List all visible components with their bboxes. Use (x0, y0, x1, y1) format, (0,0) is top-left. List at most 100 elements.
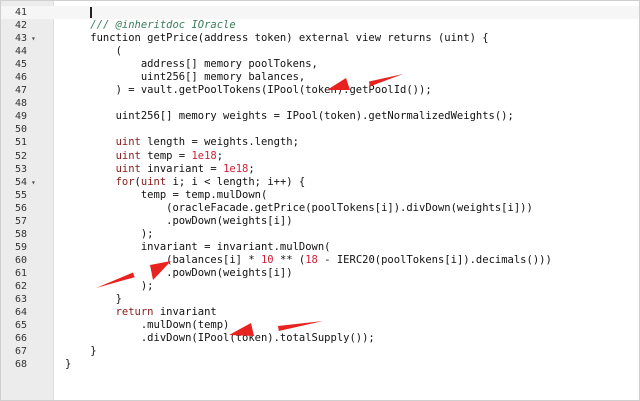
code-token: 1e18 (191, 149, 217, 162)
code-token: .divDown(IPool(token).totalSupply()); (65, 332, 375, 345)
line-number: 60 (14, 254, 27, 266)
code-token: uint (115, 162, 141, 175)
code-line[interactable]: 64 return invariant (1, 306, 639, 319)
code-text: uint256[] memory weights = IPool(token).… (65, 110, 514, 123)
code-line[interactable]: 47 ) = vault.getPoolTokens(IPool(token).… (1, 84, 639, 97)
code-text: uint length = weights.length; (65, 136, 299, 149)
line-number: 50 (14, 124, 27, 136)
code-line[interactable]: 56 (oracleFacade.getPrice(poolTokens[i])… (1, 202, 639, 215)
line-number: 59 (14, 241, 27, 253)
code-token: ) = vault.getPoolTokens(IPool(token).get… (65, 84, 432, 97)
code-token (65, 176, 116, 188)
code-token (65, 150, 116, 162)
code-text: /// @inheritdoc IOracle (65, 19, 236, 32)
code-line[interactable]: 43▾ function getPrice(address token) ext… (1, 32, 639, 45)
code-text: .powDown(weights[i]) (65, 215, 292, 228)
code-text: uint invariant = 1e18; (65, 163, 255, 176)
code-line[interactable]: 49 uint256[] memory weights = IPool(toke… (1, 110, 639, 123)
code-line[interactable]: 52 uint temp = 1e18; (1, 150, 639, 163)
line-number: 64 (14, 307, 27, 319)
code-token (65, 306, 116, 318)
code-token: } (65, 358, 72, 371)
line-number: 57 (14, 215, 27, 227)
code-token: invariant = invariant.mulDown( (65, 240, 331, 253)
code-token: uint (140, 175, 167, 188)
code-line[interactable]: 45 address[] memory poolTokens, (1, 58, 639, 71)
code-token: ; (248, 162, 255, 175)
code-token: (oracleFacade.getPrice(poolTokens[i]).di… (65, 201, 533, 214)
code-line[interactable]: 46 uint256[] memory balances, (1, 71, 639, 84)
line-number-gutter (1, 1, 54, 400)
code-line[interactable]: 53 uint invariant = 1e18; (1, 163, 639, 176)
code-line[interactable]: 65 .mulDown(temp) (1, 319, 639, 332)
code-line[interactable]: 63 } (1, 293, 639, 306)
line-number: 48 (14, 98, 27, 110)
line-number: 52 (14, 150, 27, 162)
code-token: .powDown(weights[i]) (65, 266, 293, 279)
code-line[interactable]: 60 (balances[i] * 10 ** (18 - IERC20(poo… (1, 254, 639, 267)
fold-toggle-icon[interactable]: ▾ (31, 34, 36, 44)
line-number: 62 (14, 280, 27, 292)
code-line[interactable]: 62 ); (1, 280, 639, 293)
code-token: 1e18 (223, 162, 249, 175)
code-token: invariant = (140, 162, 224, 175)
code-line[interactable]: 61 .powDown(weights[i]) (1, 267, 639, 280)
code-text: (balances[i] * 10 ** (18 - IERC20(poolTo… (65, 254, 552, 267)
code-line[interactable]: 57 .powDown(weights[i]) (1, 215, 639, 228)
code-token: temp = temp.mulDown( (65, 188, 268, 201)
code-token: return (115, 306, 154, 319)
code-line[interactable]: 42 /// @inheritdoc IOracle (1, 19, 639, 32)
code-token: address[] memory poolTokens, (65, 58, 318, 71)
code-line[interactable]: 67 } (1, 345, 639, 358)
code-line[interactable]: 55 temp = temp.mulDown( (1, 189, 639, 202)
code-line[interactable]: 58 ); (1, 228, 639, 241)
line-number: 41 (14, 7, 27, 18)
code-text: .mulDown(temp) (65, 319, 230, 332)
line-number: 58 (14, 228, 27, 240)
code-text: } (65, 293, 122, 306)
line-number: 68 (14, 359, 27, 371)
text-cursor (90, 6, 93, 18)
code-line[interactable]: 54▾ for(uint i; i < length; i++) { (1, 176, 639, 189)
code-text: uint temp = 1e18; (65, 149, 224, 163)
code-line[interactable]: 44 ( (1, 45, 639, 58)
code-text: (oracleFacade.getPrice(poolTokens[i]).di… (65, 202, 533, 215)
line-number: 42 (14, 20, 27, 32)
fold-toggle-icon[interactable]: ▾ (31, 177, 36, 187)
code-text: .powDown(weights[i]) (65, 266, 293, 280)
code-token: ; (216, 149, 224, 162)
code-token: uint (115, 136, 141, 149)
line-number: 66 (14, 333, 27, 345)
code-token: /// @inheritdoc IOracle (90, 19, 236, 32)
line-number: 56 (14, 202, 27, 214)
code-token: ** ( (273, 253, 306, 266)
code-text: for(uint i; i < length; i++) { (65, 175, 306, 189)
line-number: 65 (14, 320, 27, 332)
line-number: 63 (14, 294, 27, 306)
code-line[interactable]: 48 (1, 97, 639, 110)
code-text: ( (65, 45, 122, 58)
code-token: length = weights.length; (140, 136, 299, 149)
code-line[interactable]: 41 (1, 6, 639, 20)
line-number: 44 (14, 46, 27, 58)
code-line[interactable]: 59 invariant = invariant.mulDown( (1, 241, 639, 254)
code-token: temp = (140, 149, 192, 162)
code-line[interactable]: 68} (1, 358, 639, 371)
code-token: ( (134, 175, 141, 188)
code-text: ); (65, 228, 154, 241)
code-text: .divDown(IPool(token).totalSupply()); (65, 332, 375, 345)
code-token: .mulDown(temp) (65, 319, 230, 332)
code-token: uint256[] memory weights = IPool(token).… (65, 110, 514, 123)
code-line[interactable]: 66 .divDown(IPool(token).totalSupply()); (1, 332, 639, 345)
line-number: 61 (14, 267, 27, 279)
code-text: ) = vault.getPoolTokens(IPool(token).get… (65, 84, 432, 97)
code-line[interactable]: 50 (1, 123, 639, 136)
code-line[interactable]: 51 uint length = weights.length; (1, 136, 639, 149)
code-text: function getPrice(address token) externa… (65, 32, 488, 45)
code-text: address[] memory poolTokens, (65, 58, 318, 71)
code-text: temp = temp.mulDown( (65, 189, 267, 202)
line-number: 47 (14, 85, 27, 97)
code-text: } (65, 358, 71, 371)
